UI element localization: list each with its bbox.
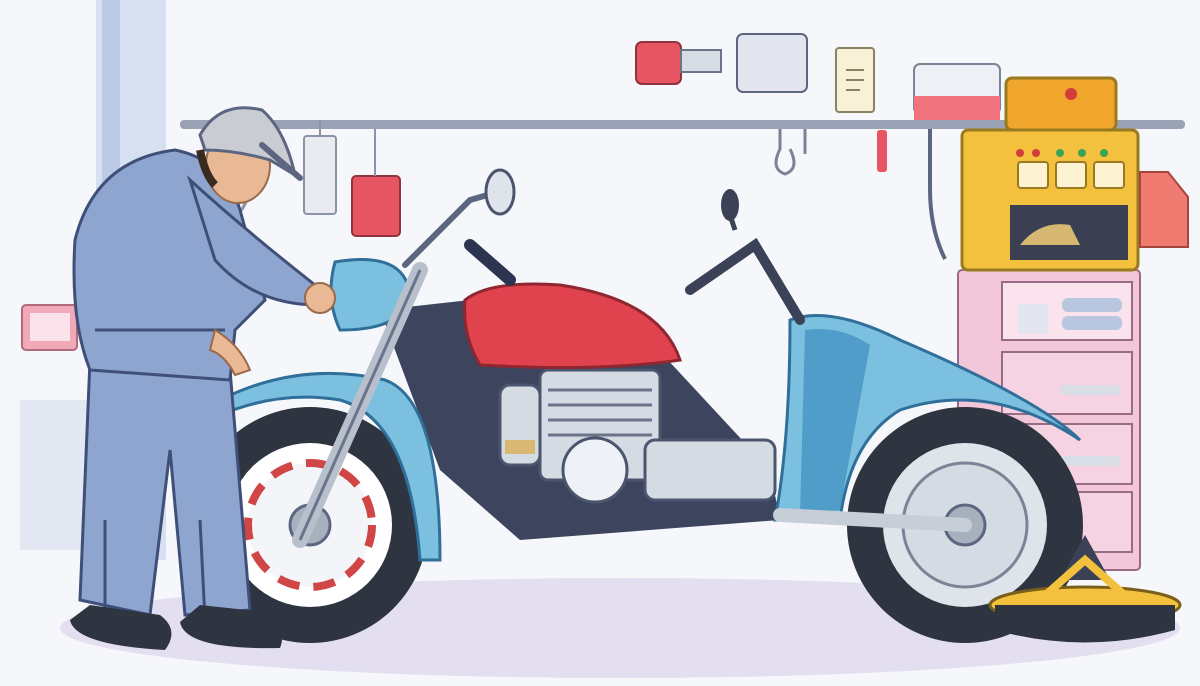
front-fender bbox=[218, 371, 442, 562]
mechanic-figure bbox=[70, 106, 336, 650]
yellow-machine bbox=[913, 63, 1189, 272]
fuel-tank bbox=[463, 282, 682, 370]
motorcycle bbox=[192, 168, 1083, 643]
floor-jack bbox=[988, 535, 1182, 643]
engine bbox=[498, 368, 777, 504]
